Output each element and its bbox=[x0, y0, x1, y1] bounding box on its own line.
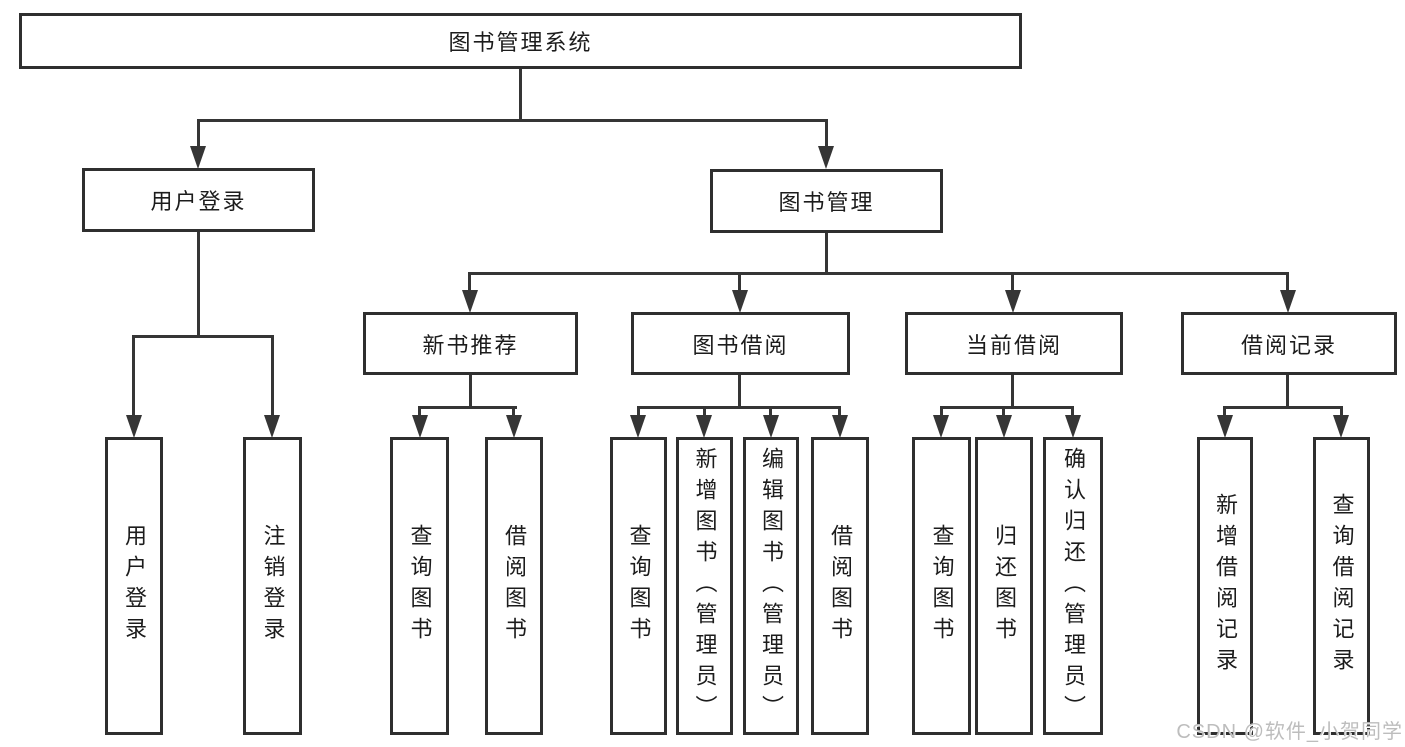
node-new-book-recommend-label: 新书推荐 bbox=[422, 332, 519, 358]
leaf-return-book: 归还图书 bbox=[975, 437, 1033, 735]
leaf-borrow-book-1: 借阅图书 bbox=[485, 437, 543, 735]
arrow-down-icon bbox=[818, 146, 834, 169]
arrow-down-icon bbox=[933, 415, 949, 438]
leaf-logout: 注销登录 bbox=[243, 437, 302, 735]
connector-stem-borrow-record bbox=[1286, 272, 1289, 292]
connector-root-drop bbox=[519, 69, 522, 122]
connector-current-borrow-drop bbox=[1011, 375, 1014, 409]
leaf-confirm-return-admin: 确认归还（管理员） bbox=[1043, 437, 1103, 735]
node-borrow-record: 借阅记录 bbox=[1181, 312, 1397, 375]
arrow-down-icon bbox=[832, 415, 848, 438]
node-user-login-label: 用户登录 bbox=[150, 189, 247, 214]
leaf-label: 新增借阅记录 bbox=[1213, 493, 1238, 679]
connector-stem-leaf bbox=[512, 406, 515, 418]
connector-book-borrow-bar bbox=[637, 406, 841, 409]
connector-stem-leaf bbox=[1071, 406, 1074, 418]
leaf-label: 新增图书（管理员） bbox=[692, 446, 718, 726]
connector-stem-leaf bbox=[1340, 406, 1343, 418]
node-book-borrow-label: 图书借阅 bbox=[692, 332, 789, 358]
node-root: 图书管理系统 bbox=[19, 13, 1022, 69]
arrow-down-icon bbox=[412, 415, 428, 438]
connector-current-borrow-bar bbox=[940, 406, 1074, 409]
connector-stem-book-borrow bbox=[738, 272, 741, 292]
connector-borrow-record-bar bbox=[1223, 406, 1343, 409]
connector-stem-leaf bbox=[271, 335, 274, 417]
connector-stem-leaf bbox=[637, 406, 640, 418]
connector-stem-current-borrow bbox=[1011, 272, 1014, 292]
leaf-query-book-1: 查询图书 bbox=[390, 437, 449, 735]
connector-stem-leaf bbox=[418, 406, 421, 418]
leaf-label: 注销登录 bbox=[260, 524, 286, 648]
arrow-down-icon bbox=[1333, 415, 1349, 438]
node-book-borrow: 图书借阅 bbox=[631, 312, 850, 375]
connector-user-login-bar bbox=[132, 335, 274, 338]
connector-book-management-drop bbox=[825, 233, 828, 275]
leaf-edit-book-admin: 编辑图书（管理员） bbox=[743, 437, 799, 735]
connector-user-login-drop bbox=[197, 232, 200, 338]
arrow-down-icon bbox=[506, 415, 522, 438]
leaf-query-book-3: 查询图书 bbox=[912, 437, 971, 735]
connector-stem-leaf bbox=[132, 335, 135, 417]
connector-new-book-bar bbox=[418, 406, 517, 409]
arrow-down-icon bbox=[462, 290, 478, 313]
connector-stem-leaf bbox=[1223, 406, 1226, 418]
arrow-down-icon bbox=[1065, 415, 1081, 438]
leaf-label: 查询图书 bbox=[626, 524, 652, 648]
leaf-label: 借阅图书 bbox=[828, 524, 853, 648]
arrow-down-icon bbox=[696, 415, 712, 438]
node-user-login: 用户登录 bbox=[82, 168, 315, 232]
leaf-label: 借阅图书 bbox=[502, 524, 527, 648]
connector-stem-user-login bbox=[197, 119, 200, 148]
node-current-borrow: 当前借阅 bbox=[905, 312, 1123, 375]
leaf-label: 查询借阅记录 bbox=[1329, 493, 1355, 679]
node-borrow-record-label: 借阅记录 bbox=[1240, 332, 1337, 358]
arrow-down-icon bbox=[126, 415, 142, 438]
leaf-label: 查询图书 bbox=[929, 524, 955, 648]
leaf-user-login: 用户登录 bbox=[105, 437, 163, 735]
node-book-management: 图书管理 bbox=[710, 169, 943, 233]
leaf-borrow-book-2: 借阅图书 bbox=[811, 437, 869, 735]
leaf-label: 归还图书 bbox=[992, 524, 1017, 648]
arrow-down-icon bbox=[630, 415, 646, 438]
leaf-label: 用户登录 bbox=[122, 524, 147, 648]
connector-book-borrow-drop bbox=[738, 375, 741, 409]
arrow-down-icon bbox=[1005, 290, 1021, 313]
csdn-watermark: CSDN @软件_小贺同学 bbox=[1176, 721, 1403, 743]
leaf-add-borrow-record: 新增借阅记录 bbox=[1197, 437, 1253, 735]
arrow-down-icon bbox=[264, 415, 280, 438]
leaf-label: 查询图书 bbox=[407, 524, 433, 648]
arrow-down-icon bbox=[190, 146, 206, 169]
node-current-borrow-label: 当前借阅 bbox=[965, 332, 1062, 358]
connector-borrow-record-drop bbox=[1286, 375, 1289, 409]
connector-stem-new-book bbox=[468, 272, 471, 292]
connector-stem-leaf bbox=[769, 406, 772, 418]
leaf-add-book-admin: 新增图书（管理员） bbox=[676, 437, 733, 735]
node-new-book-recommend: 新书推荐 bbox=[363, 312, 578, 375]
connector-level2-bar bbox=[197, 119, 828, 122]
arrow-down-icon bbox=[1280, 290, 1296, 313]
arrow-down-icon bbox=[996, 415, 1012, 438]
connector-stem-leaf bbox=[838, 406, 841, 418]
node-root-label: 图书管理系统 bbox=[448, 30, 593, 55]
leaf-query-book-2: 查询图书 bbox=[610, 437, 667, 735]
arrow-down-icon bbox=[763, 415, 779, 438]
connector-stem-book-management bbox=[825, 119, 828, 148]
node-book-management-label: 图书管理 bbox=[778, 190, 875, 215]
leaf-label: 编辑图书（管理员） bbox=[759, 446, 784, 726]
connector-stem-leaf bbox=[940, 406, 943, 418]
connector-new-book-drop bbox=[469, 375, 472, 409]
arrow-down-icon bbox=[1217, 415, 1233, 438]
connector-level3-bar bbox=[468, 272, 1289, 275]
arrow-down-icon bbox=[732, 290, 748, 313]
connector-stem-leaf bbox=[703, 406, 706, 418]
connector-stem-leaf bbox=[1002, 406, 1005, 418]
leaf-label: 确认归还（管理员） bbox=[1061, 446, 1086, 726]
leaf-query-borrow-record: 查询借阅记录 bbox=[1313, 437, 1370, 735]
